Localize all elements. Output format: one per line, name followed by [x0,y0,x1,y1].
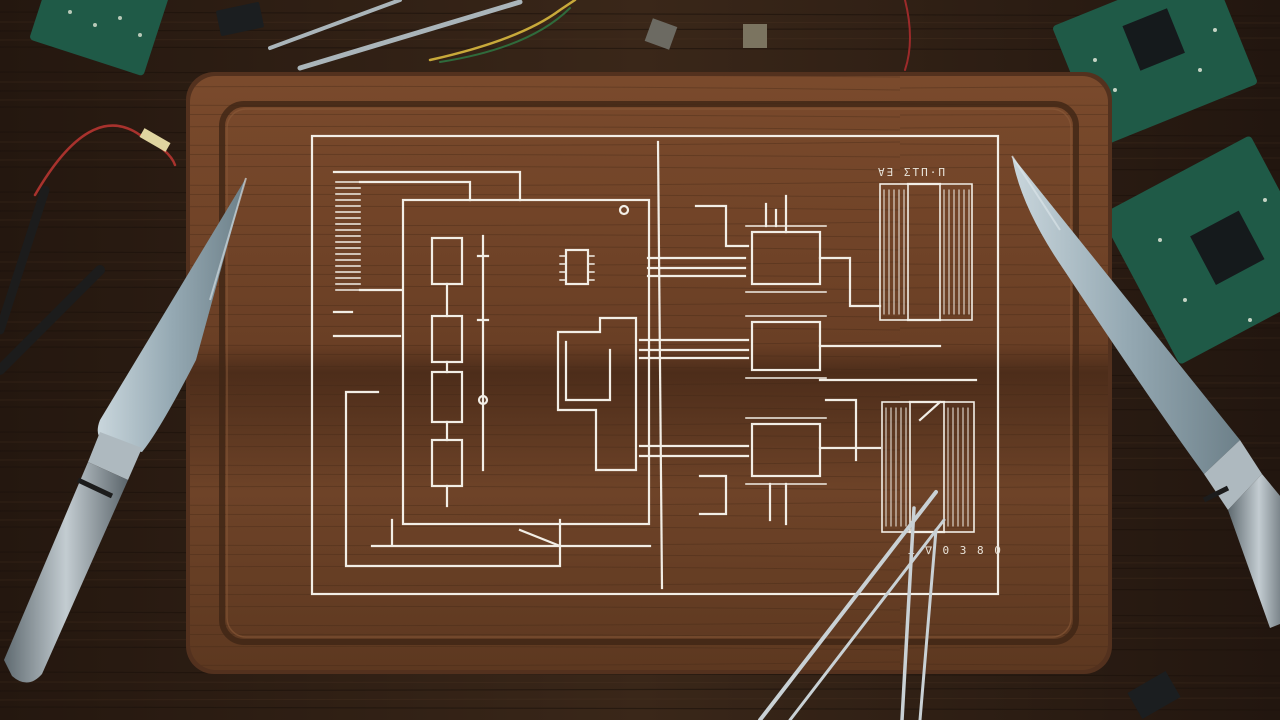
tweezers-icon [268,0,523,71]
annotation-bottom-right: ⊥ ∇ 0 3 8 0 [908,544,1003,557]
circuit-schematic [310,134,1000,596]
connector-left [335,181,361,291]
knife-left-icon [4,177,247,683]
pcb-board-icon [1101,136,1280,364]
wire-icon [0,0,911,375]
tweezers-icon [758,490,946,720]
knife-right-icon [1011,155,1280,628]
pcb-board-icon [30,0,170,76]
chip-icon [216,2,1181,719]
annotation-top-right: ∀∃ ΣTΠ·Π [878,166,947,179]
